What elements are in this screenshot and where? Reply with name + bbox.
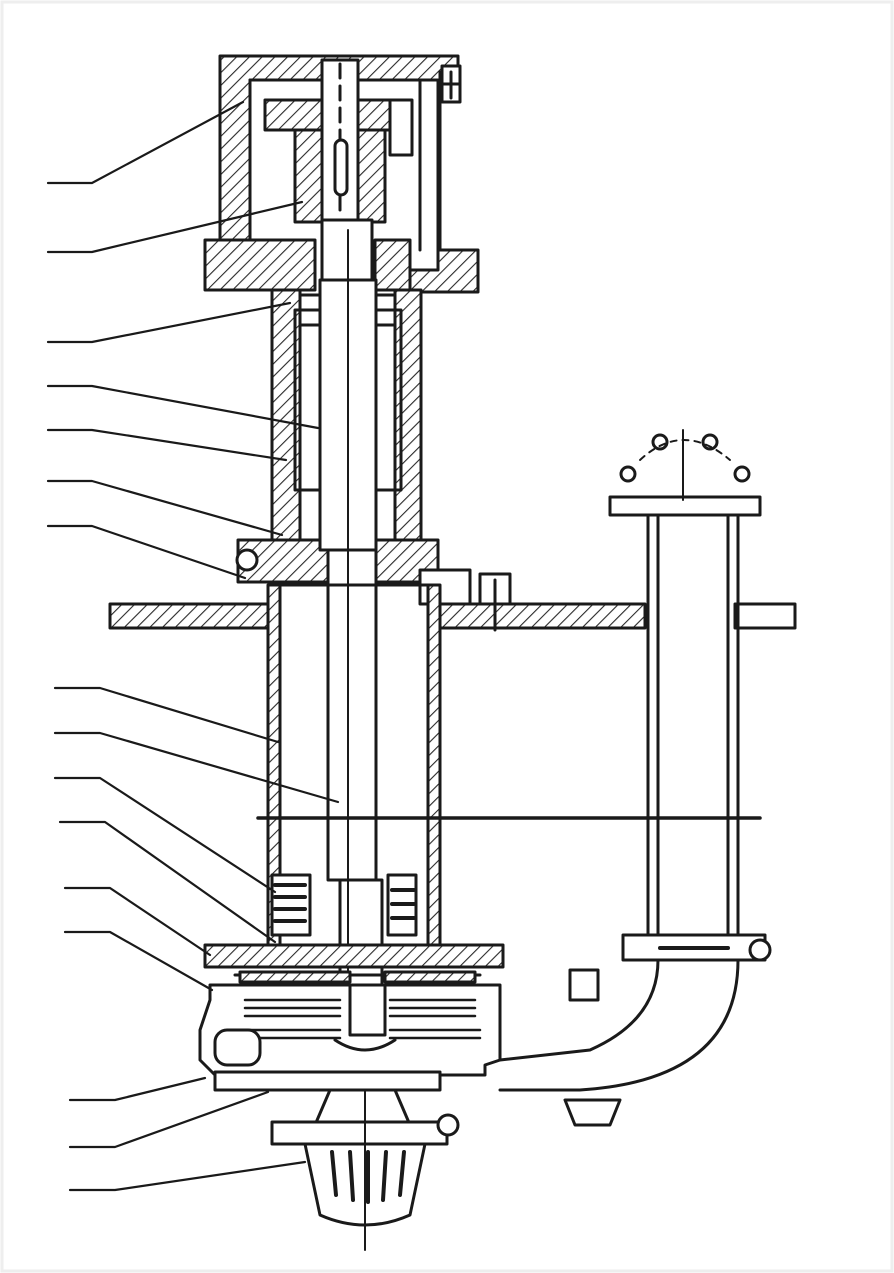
leader-line-12 [63,886,212,957]
leader-line-4 [46,384,320,430]
discharge-pipe [498,429,772,1127]
leader-line-2 [46,200,304,254]
pump-shaft [318,218,384,1001]
leader-line-6 [46,479,284,537]
leader-line-1 [46,100,245,185]
leader-line-8 [53,686,280,744]
casing-top-flange [203,943,505,969]
impeller-volute [198,970,502,1077]
mounting-plate [108,568,797,632]
leader-line-11 [58,820,277,944]
leader-line-10 [53,776,277,894]
leader-line-7 [46,524,247,580]
suction-strainer [213,1070,460,1251]
shaft-seals [270,873,418,937]
leader-line-9 [53,731,340,804]
leader-line-15 [68,1090,270,1149]
leader-lines [46,100,340,1192]
leader-line-3 [46,301,292,344]
leader-line-13 [63,930,214,992]
leader-line-5 [46,428,288,462]
leader-line-14 [68,1076,207,1102]
leader-line-16 [68,1160,307,1192]
bearing-housing [203,238,440,584]
